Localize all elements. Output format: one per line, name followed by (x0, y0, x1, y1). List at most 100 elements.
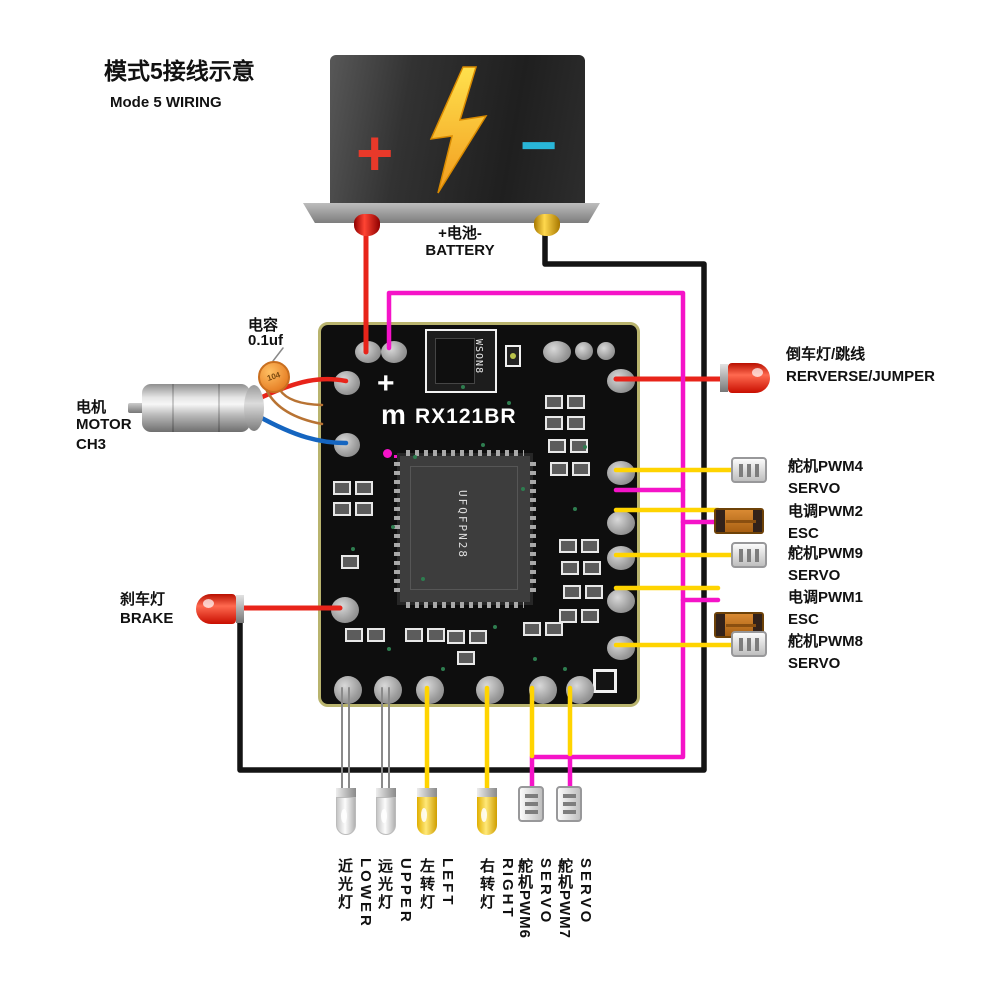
wson8-chip: WSON8 (425, 329, 497, 393)
smd-component (572, 462, 590, 476)
pcb-via (481, 443, 485, 447)
smd-component (523, 622, 541, 636)
board-logo: m (381, 399, 406, 430)
motor-label-channel: CH3 (76, 436, 107, 453)
servo-plug-pwm8 (731, 631, 767, 657)
solder-pad (597, 342, 615, 360)
pcb-via (563, 667, 567, 671)
battery-minus-symbol: − (520, 109, 558, 181)
mcu-chip-label: UFQFPN28 (456, 490, 469, 559)
smd-component (355, 481, 373, 495)
smd-component (447, 630, 465, 644)
left-turn-led (417, 788, 437, 836)
pcb-via (387, 647, 391, 651)
motor-label-zh: 电机 (76, 399, 107, 416)
esc-pwm2-label-en: ESC (788, 525, 819, 542)
solder-pad (607, 636, 635, 660)
solder-pad (381, 341, 407, 363)
solder-pad (543, 341, 571, 363)
motor-label-en: MOTOR (76, 416, 132, 433)
smd-component (405, 628, 423, 642)
board-marker-dot (383, 449, 392, 458)
pcb-via (573, 507, 577, 511)
smd-component (550, 462, 568, 476)
solder-pad (331, 597, 359, 623)
servo-pwm4-label-en: SERVO (788, 480, 841, 497)
smd-component (427, 628, 445, 642)
solder-pad (416, 676, 444, 704)
smd-component (505, 345, 521, 367)
led-bulb (728, 363, 770, 393)
solder-pad (334, 371, 360, 395)
solder-pad (607, 369, 635, 393)
brake-label-zh: 刹车灯 (120, 591, 166, 608)
right-turn-led (477, 788, 497, 836)
solder-pad (334, 676, 362, 704)
smd-component (355, 502, 373, 516)
diagram-title-en: Mode 5 WIRING (110, 94, 222, 111)
pcb-via (413, 455, 417, 459)
receiver-board: WSON8 + m RX121BR UFQFPN28 (318, 322, 640, 707)
servo-pwm4-label-zh: 舵机PWM4 (788, 458, 864, 475)
smd-component (341, 555, 359, 569)
capacitor-marking: 104 (265, 370, 282, 383)
capacitor-pointer-line (272, 347, 284, 362)
smd-component (545, 622, 563, 636)
smd-component (333, 481, 351, 495)
solder-pad (529, 676, 557, 704)
pcb-via (493, 625, 497, 629)
smd-component (581, 539, 599, 553)
led-band (720, 364, 728, 392)
battery-positive-terminal (354, 214, 380, 236)
solder-pad (607, 511, 635, 535)
servo-plug-pwm7 (556, 786, 582, 822)
pcb-via (441, 667, 445, 671)
smd-component (333, 502, 351, 516)
pcb-via (351, 547, 355, 551)
pcb-via (421, 577, 425, 581)
battery: + − (330, 55, 585, 205)
battery-plus-symbol: + (356, 117, 394, 189)
servo-pwm8-label-zh: 舵机PWM8 (788, 633, 864, 650)
smd-component (367, 628, 385, 642)
smd-component (567, 395, 585, 409)
led-bulb (196, 594, 236, 624)
board-model: RX121BR (415, 405, 517, 428)
servo-pwm8-label-en: SERVO (788, 655, 841, 672)
smd-component (583, 561, 601, 575)
smd-component (567, 416, 585, 430)
lightning-icon (429, 66, 488, 194)
pcb-via (533, 657, 537, 661)
esc-pwm1-label-zh: 电调PWM1 (788, 589, 864, 606)
solder-pad (607, 589, 635, 613)
solder-pad (607, 461, 635, 485)
pcb-via (391, 525, 395, 529)
servo-pwm9-label-zh: 舵机PWM9 (788, 545, 864, 562)
esc-pwm2-label-zh: 电调PWM2 (788, 503, 864, 520)
servo-plug-pwm6 (518, 786, 544, 822)
pcb-via (461, 385, 465, 389)
lower-beam-led (336, 788, 356, 836)
motor-body (142, 384, 250, 432)
smd-component (545, 416, 563, 430)
smd-component (563, 585, 581, 599)
capacitor-lead (278, 388, 324, 407)
brake-label-en: BRAKE (120, 610, 174, 627)
pcb-via (583, 445, 587, 449)
pcb-via (507, 401, 511, 405)
wson8-chip-label: WSON8 (473, 339, 484, 375)
motor (128, 384, 266, 432)
mcu-chip: UFQFPN28 (394, 450, 536, 608)
upper-beam-led (376, 788, 396, 836)
solder-pad (607, 546, 635, 570)
brake-led (196, 594, 244, 624)
motor-endcap (244, 385, 264, 431)
capacitor-lead (265, 389, 324, 426)
smd-component (469, 630, 487, 644)
smd-component (561, 561, 579, 575)
